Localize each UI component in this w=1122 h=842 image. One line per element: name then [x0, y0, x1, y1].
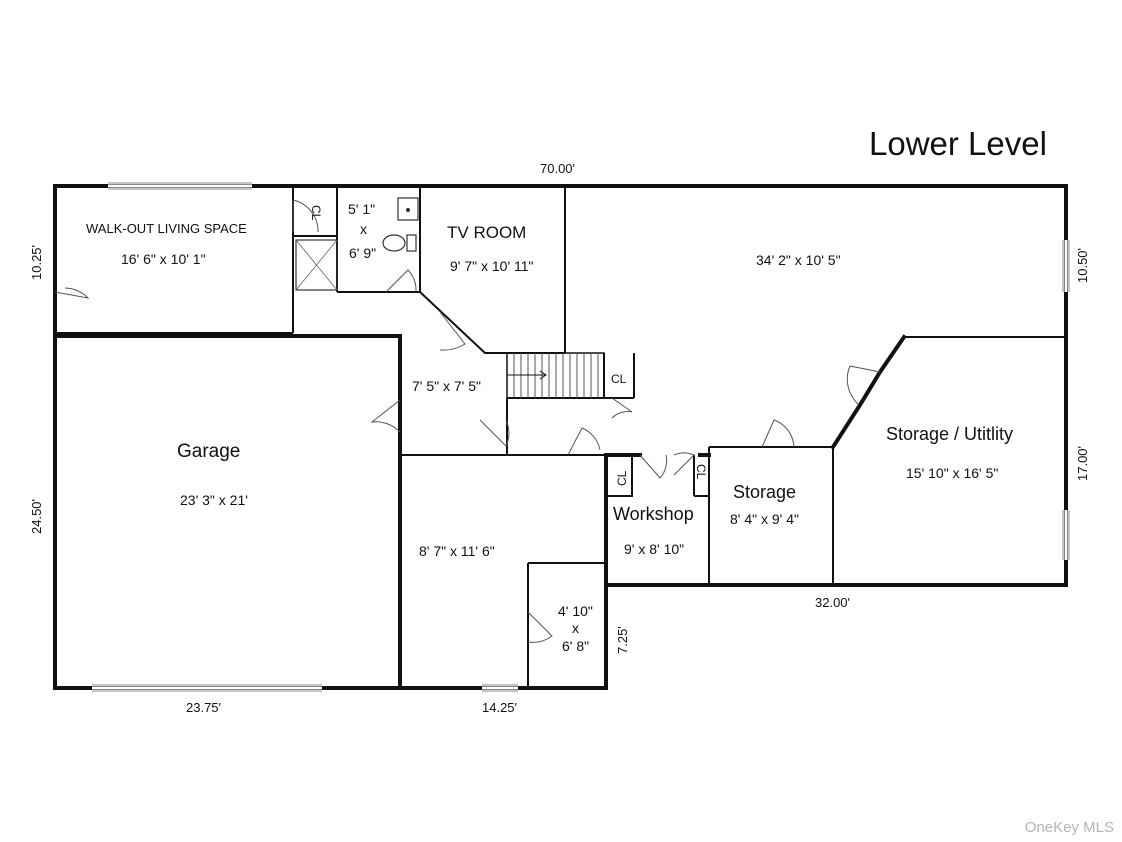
storage-size: 8' 4" x 9' 4": [730, 511, 799, 527]
closet-label-bath: CL: [309, 205, 323, 221]
dim-notch: 7.25': [615, 626, 630, 654]
large-room-size: 34' 2" x 10' 5": [756, 252, 841, 268]
small-room-width: 4' 10": [558, 603, 593, 619]
storage-name: Storage: [733, 482, 796, 502]
watermark: OneKey MLS: [1024, 819, 1114, 836]
closet-labels: CL CL CL CL: [309, 205, 708, 486]
closet-label-workshop-left: CL: [615, 470, 629, 486]
dim-top: 70.00': [540, 161, 575, 176]
dim-right-top: 10.50': [1075, 248, 1090, 283]
storage-utility-name: Storage / Utitlity: [886, 424, 1013, 444]
bath-fixtures: [295, 197, 419, 291]
middle-room-size: 8' 7" x 11' 6": [419, 543, 495, 559]
tv-room-name: TV ROOM: [447, 223, 526, 242]
dim-left-bottom: 24.50': [29, 499, 44, 534]
storage-utility-size: 15' 10" x 16' 5": [906, 465, 998, 481]
dim-bottom-left: 23.75': [186, 700, 221, 715]
tv-room-size: 9' 7" x 10' 11": [450, 258, 534, 274]
bath-width: 5' 1": [348, 201, 375, 217]
hall-size: 7' 5" x 7' 5": [412, 378, 481, 394]
dim-bottom-center: 14.25': [482, 700, 517, 715]
walkout-size: 16' 6" x 10' 1": [121, 251, 206, 267]
dim-right-bottom: 17.00': [1075, 446, 1090, 481]
plan-title: Lower Level: [869, 125, 1047, 162]
small-room-height: 6' 8": [562, 638, 589, 654]
small-room-x: x: [572, 620, 579, 636]
closet-label-stairs: CL: [611, 372, 627, 386]
stairs: [506, 352, 605, 399]
walkout-name: WALK-OUT LIVING SPACE: [86, 221, 247, 236]
room-labels: WALK-OUT LIVING SPACE 16' 6" x 10' 1" 5'…: [86, 201, 1013, 654]
dim-bottom-mid: 32.00': [815, 595, 850, 610]
closet-label-workshop-right: CL: [694, 464, 708, 480]
bath-x: x: [360, 221, 367, 237]
bath-height: 6' 9": [349, 245, 376, 261]
windows: [92, 182, 1070, 692]
garage-size: 23' 3" x 21': [180, 492, 248, 508]
exterior-dimensions: 70.00' 23.75' 14.25' 32.00' 10.25' 24.50…: [29, 161, 1090, 715]
garage-name: Garage: [177, 441, 240, 462]
door-swings: [54, 199, 881, 643]
workshop-name: Workshop: [613, 504, 694, 524]
workshop-size: 9' x 8' 10": [624, 541, 684, 557]
dim-left-top: 10.25': [29, 245, 44, 280]
